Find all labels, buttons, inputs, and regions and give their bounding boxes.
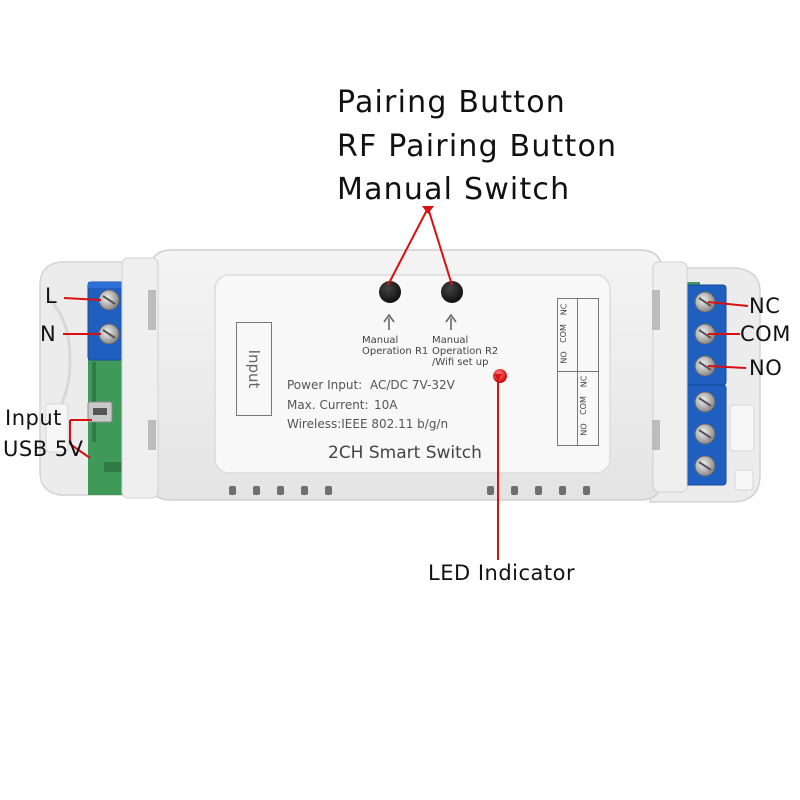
up-arrow-icon	[383, 313, 457, 330]
title-rf-pairing-button: RF Pairing Button	[337, 129, 618, 164]
button2-label-line2: Operation R2	[432, 346, 499, 357]
label-input: Input	[5, 406, 62, 430]
main-case	[121, 249, 688, 501]
spec-current-value: 10A	[374, 398, 398, 412]
terminal-label-nc-2: NC	[579, 375, 589, 388]
button-r1	[379, 281, 401, 303]
terminal-block-right	[681, 284, 727, 486]
input-label: Input	[245, 349, 263, 389]
usb-port	[87, 401, 113, 423]
button1-label-line1: Manual	[362, 335, 399, 346]
spec-wireless: Wireless:IEEE 802.11 b/g/n	[287, 417, 449, 431]
label-no: NO	[749, 356, 783, 380]
terminal-label-no-2: NO	[579, 423, 589, 436]
button-r2	[441, 281, 463, 303]
callout-lines	[63, 207, 749, 560]
arrow-head-icon	[422, 206, 502, 380]
label-n: N	[40, 322, 57, 346]
model-name: 2CH Smart Switch	[328, 443, 482, 463]
input-label-box: Input	[236, 322, 272, 416]
spec-power-value: AC/DC 7V-32V	[370, 378, 455, 392]
title-pairing-button: Pairing Button	[337, 85, 567, 120]
terminal-label-com-1: COM	[558, 324, 568, 343]
button1-label-line2: Operation R1	[362, 346, 429, 357]
button2-label-line1: Manual	[432, 335, 469, 346]
pcb-left	[88, 355, 128, 495]
button2-label-line3: /Wifi set up	[432, 357, 489, 368]
terminal-label-com-2: COM	[578, 396, 588, 415]
label-com: COM	[740, 322, 791, 346]
terminal-label-no-1: NO	[559, 351, 569, 364]
terminal-label-box: NC COM NO NC COM NO	[557, 298, 599, 446]
label-l: L	[45, 284, 58, 308]
spec-current-label: Max. Current:	[287, 398, 369, 412]
title-manual-switch: Manual Switch	[337, 172, 571, 207]
label-led-indicator: LED Indicator	[428, 561, 576, 585]
label-nc: NC	[749, 294, 781, 318]
spec-power-label: Power Input:	[287, 378, 363, 392]
terminal-label-nc-1: NC	[559, 303, 569, 316]
label-usb: USB 5V	[3, 437, 84, 461]
